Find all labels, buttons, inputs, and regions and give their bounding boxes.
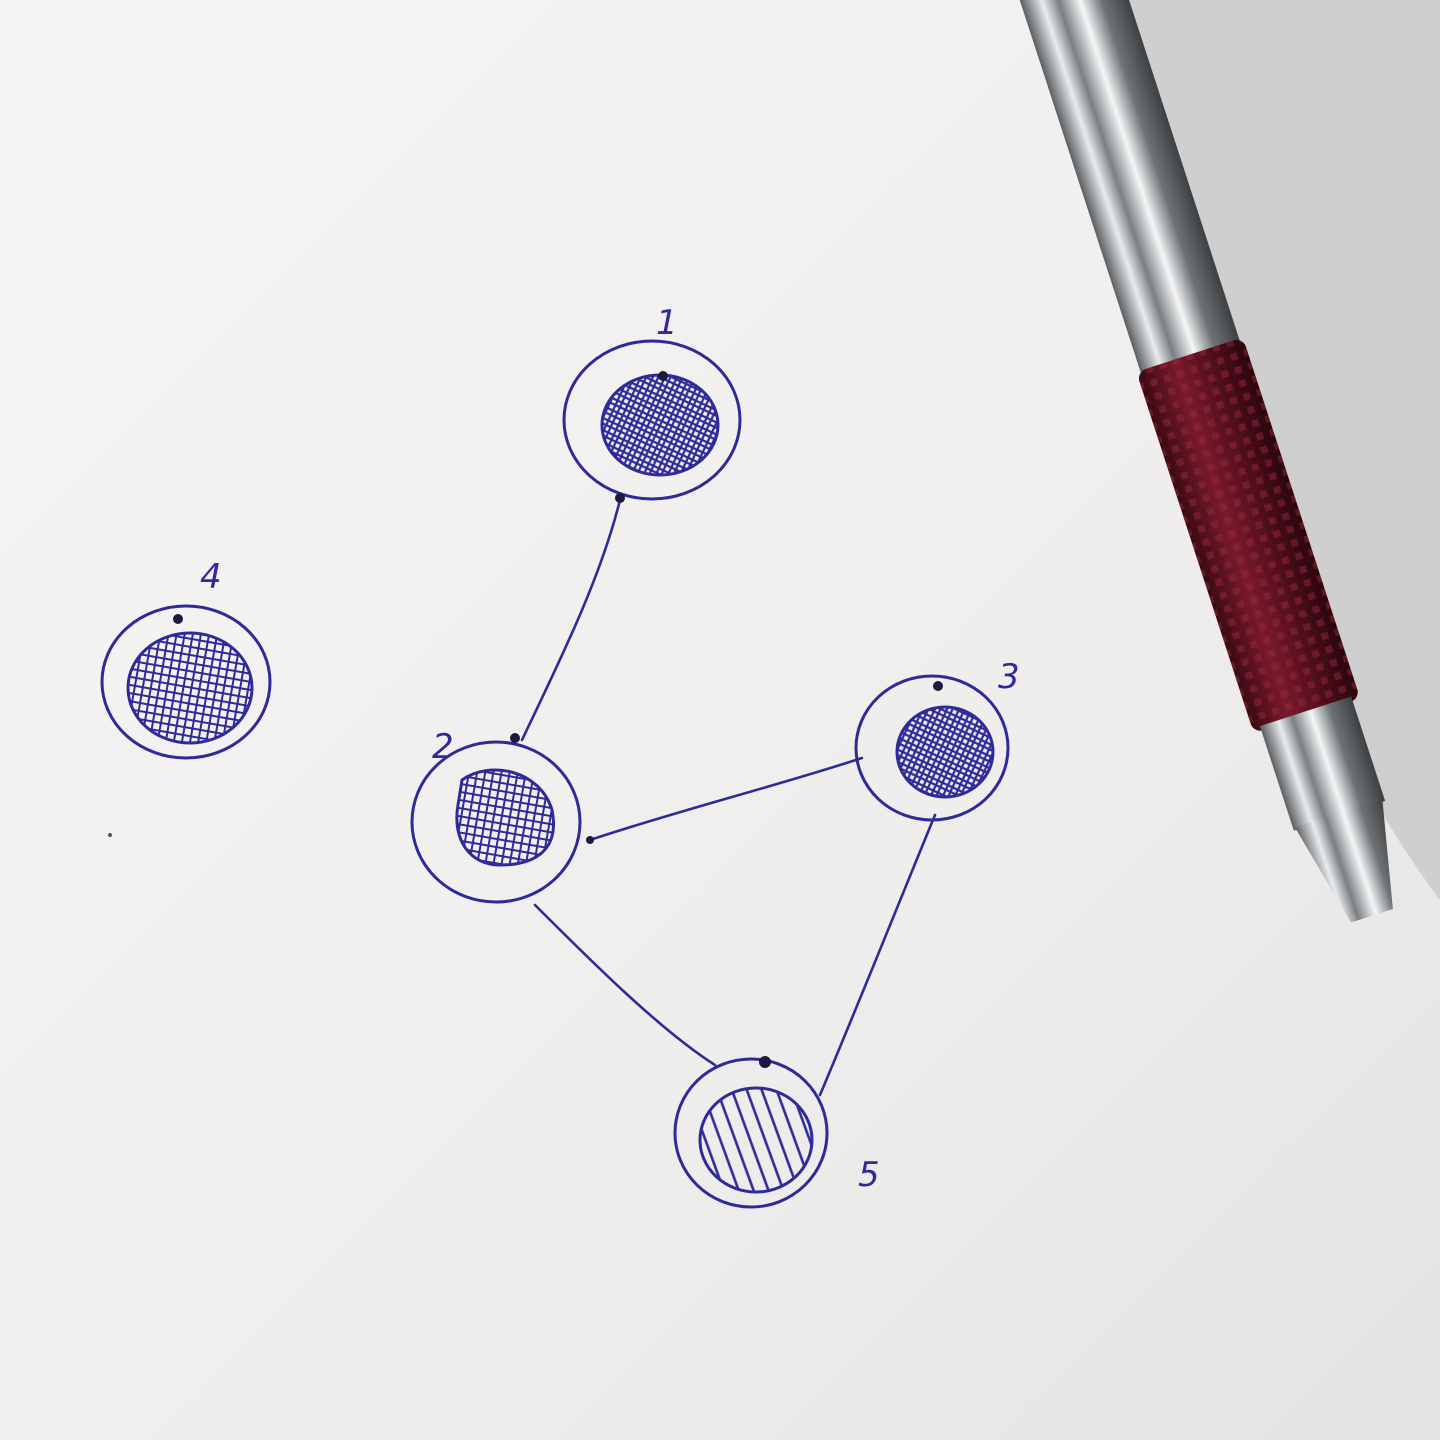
node-label-5: 5 bbox=[858, 1155, 880, 1195]
edge-2-5 bbox=[533, 903, 717, 1067]
mechanical-pencil-icon bbox=[1010, 0, 1393, 923]
node-label-2: 2 bbox=[432, 727, 454, 767]
node-label-1: 1 bbox=[656, 303, 678, 343]
edge-3-5 bbox=[818, 813, 937, 1097]
graph-nodes bbox=[100, 339, 1010, 1209]
node-1 bbox=[562, 339, 742, 503]
graph-edges bbox=[520, 498, 937, 1097]
node-label-3: 3 bbox=[998, 657, 1020, 697]
node-3 bbox=[854, 674, 1010, 822]
edge-2-3 bbox=[588, 756, 864, 842]
ink-dot bbox=[108, 833, 112, 837]
node-2 bbox=[410, 733, 594, 904]
node-5 bbox=[673, 1056, 829, 1209]
node-label-4: 4 bbox=[200, 557, 222, 597]
node-4 bbox=[100, 604, 272, 760]
edge-1-2 bbox=[520, 498, 622, 742]
